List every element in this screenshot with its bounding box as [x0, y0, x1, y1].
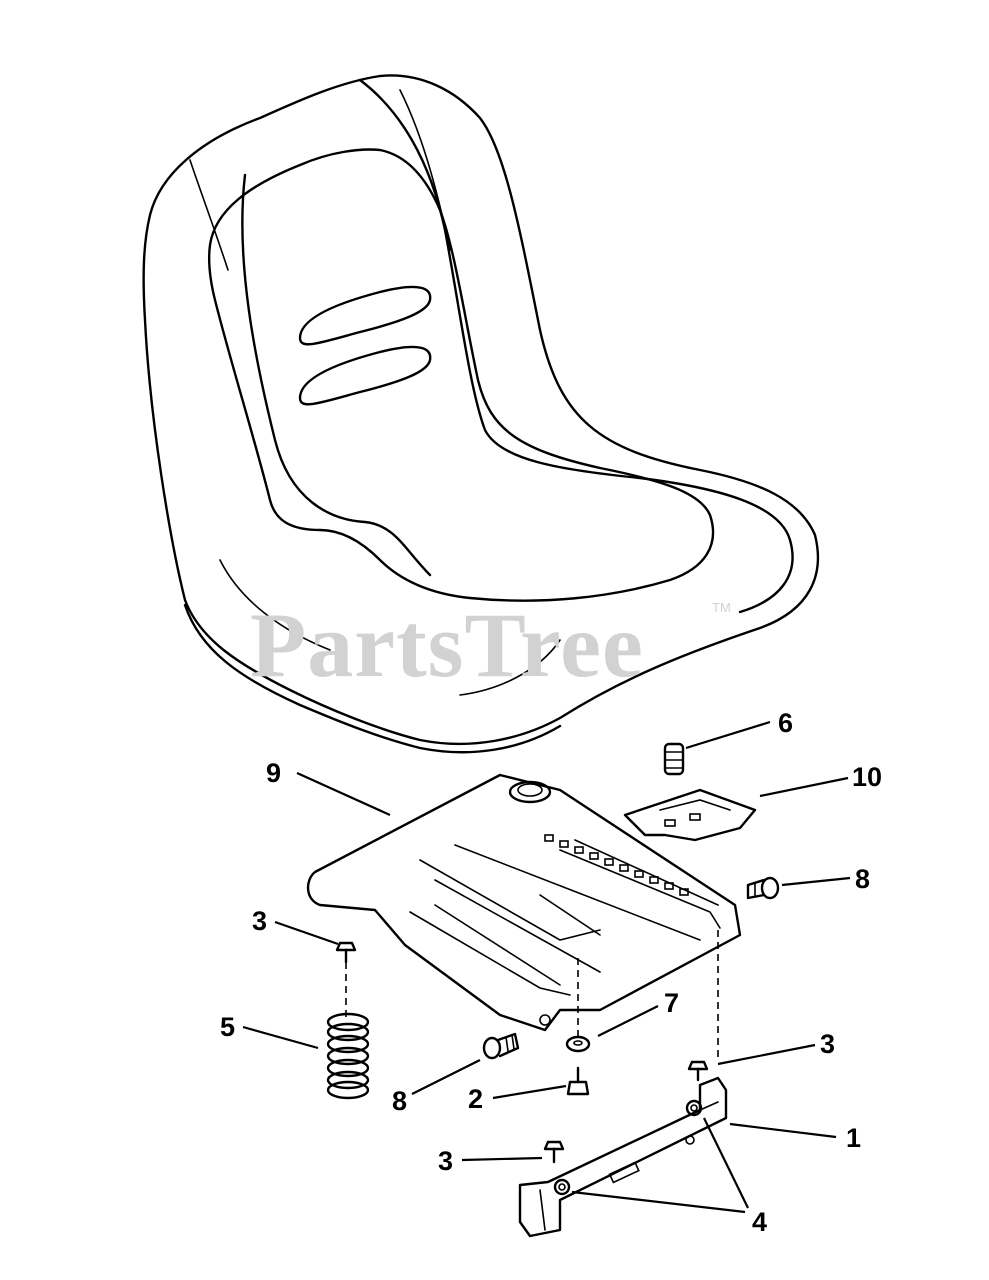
large-spring — [326, 1012, 370, 1100]
seat-cushion — [142, 74, 820, 754]
screw-top-left — [335, 941, 357, 964]
callout-1: 1 — [846, 1123, 861, 1153]
callout-4: 4 — [752, 1207, 767, 1237]
assembly-lines — [345, 930, 719, 1060]
callout-10: 10 — [852, 762, 882, 792]
leader-lines — [242, 720, 851, 1214]
callout-3-top-left: 3 — [252, 906, 267, 936]
watermark-trademark: TM — [712, 600, 731, 615]
callout-6: 6 — [778, 708, 793, 738]
seat-pan — [306, 773, 742, 1032]
callout-3-bottom: 3 — [438, 1146, 453, 1176]
pivot-bolt — [566, 1066, 590, 1096]
watermark-brand: PartsTree — [250, 594, 644, 696]
screw-right — [687, 1060, 709, 1082]
callout-3-right: 3 — [820, 1029, 835, 1059]
callout-7: 7 — [664, 988, 679, 1018]
adjustment-slot-row — [544, 834, 689, 896]
callout-5: 5 — [220, 1012, 235, 1042]
washer — [565, 1035, 591, 1053]
mounting-bracket — [518, 1076, 728, 1238]
callout-9: 9 — [266, 758, 281, 788]
latch-plate — [623, 788, 757, 842]
callout-2: 2 — [468, 1084, 483, 1114]
shoulder-bolt-right — [746, 876, 780, 900]
small-spring — [663, 742, 685, 776]
shoulder-bolt-left — [482, 1032, 520, 1060]
screw-bottom — [543, 1140, 565, 1164]
callout-8-left: 8 — [392, 1086, 407, 1116]
callout-8-right: 8 — [855, 864, 870, 894]
